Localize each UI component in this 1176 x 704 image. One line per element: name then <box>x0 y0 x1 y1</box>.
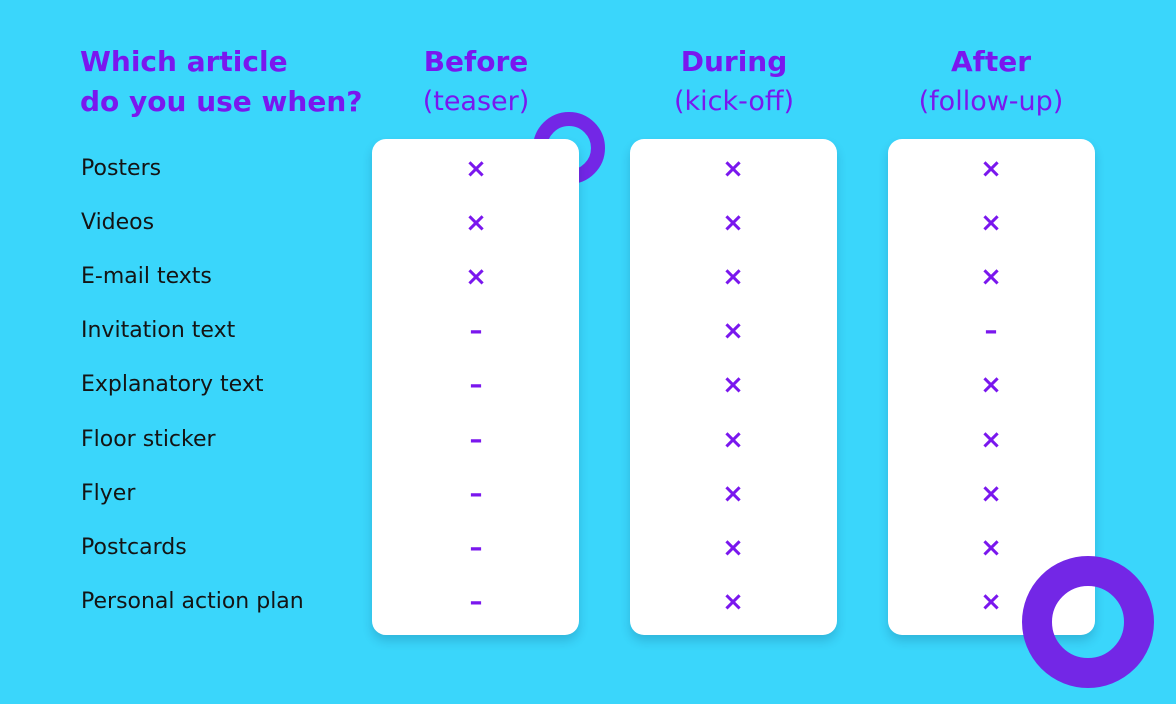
cross-mark-icon-during: × <box>722 425 744 455</box>
decorative-ring-icon <box>1022 556 1154 688</box>
cross-mark-icon-during: × <box>722 370 744 400</box>
table-question: Which article do you use when? <box>80 42 380 122</box>
row-label: E-mail texts <box>81 264 212 289</box>
dash-icon-after: – <box>984 316 998 346</box>
column-header-after: After (follow-up) <box>871 42 1111 122</box>
cross-mark-icon-during: × <box>722 316 744 346</box>
dash-icon-before: – <box>469 425 483 455</box>
cross-mark-icon-after: × <box>980 587 1002 617</box>
column-title: After <box>950 45 1032 78</box>
cross-mark-icon-during: × <box>722 154 744 184</box>
row-label: Flyer <box>81 481 136 506</box>
cross-mark-icon-during: × <box>722 262 744 292</box>
row-label: Invitation text <box>81 318 236 343</box>
row-label: Posters <box>81 156 162 181</box>
column-card-during <box>630 139 837 635</box>
dash-icon-before: – <box>469 479 483 509</box>
cross-mark-icon-after: × <box>980 208 1002 238</box>
dash-icon-before: – <box>469 370 483 400</box>
row-label: Explanatory text <box>81 372 264 397</box>
cross-mark-icon-after: × <box>980 262 1002 292</box>
column-title: Before <box>423 45 529 78</box>
dash-icon-before: – <box>469 533 483 563</box>
cross-mark-icon-after: × <box>980 370 1002 400</box>
row-label: Floor sticker <box>81 427 216 452</box>
row-label: Personal action plan <box>81 589 304 614</box>
column-card-after <box>888 139 1095 635</box>
cross-mark-icon-before: × <box>465 262 487 292</box>
column-header-during: During (kick-off) <box>614 42 854 122</box>
cross-mark-icon-during: × <box>722 587 744 617</box>
column-title: During <box>680 45 788 78</box>
column-header-before: Before (teaser) <box>356 42 596 122</box>
cross-mark-icon-during: × <box>722 479 744 509</box>
column-subtitle: (teaser) <box>422 86 530 117</box>
row-label: Postcards <box>81 535 187 560</box>
cross-mark-icon-before: × <box>465 208 487 238</box>
cross-mark-icon-during: × <box>722 533 744 563</box>
column-card-before <box>372 139 579 635</box>
row-label: Videos <box>81 210 155 235</box>
column-subtitle: (kick-off) <box>673 86 795 117</box>
cross-mark-icon-after: × <box>980 154 1002 184</box>
question-line-2: do you use when? <box>80 85 363 118</box>
cross-mark-icon-before: × <box>465 154 487 184</box>
cross-mark-icon-after: × <box>980 533 1002 563</box>
question-line-1: Which article <box>80 45 288 78</box>
cross-mark-icon-during: × <box>722 208 744 238</box>
column-subtitle: (follow-up) <box>918 86 1064 117</box>
cross-mark-icon-after: × <box>980 479 1002 509</box>
dash-icon-before: – <box>469 316 483 346</box>
cross-mark-icon-after: × <box>980 425 1002 455</box>
dash-icon-before: – <box>469 587 483 617</box>
